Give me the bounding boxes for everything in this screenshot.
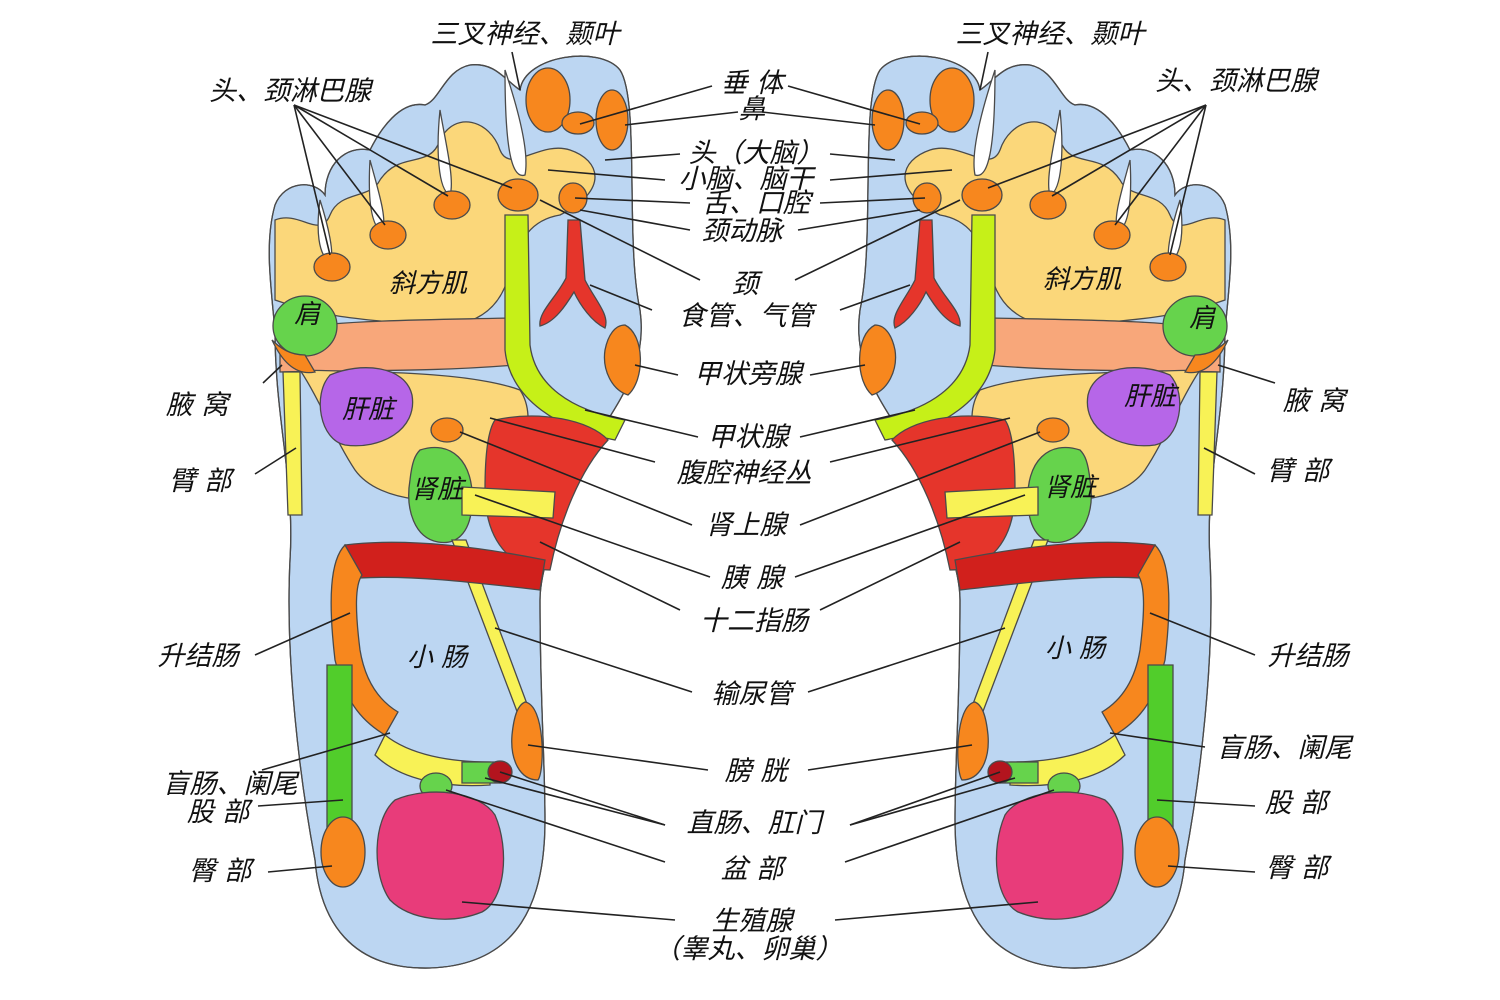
lymph-point <box>1029 190 1067 220</box>
label-genital: 生殖腺 <box>712 906 796 937</box>
trigeminal-point <box>929 67 975 133</box>
label-liver-right: 肝脏 <box>1124 382 1180 412</box>
label-trigeminal-left: 三叉神经、颞叶 <box>431 19 623 50</box>
buttock-point <box>1134 816 1180 888</box>
label-pancreas: 胰 腺 <box>721 563 787 594</box>
esophagus-shape <box>893 219 961 329</box>
label-trapezius-right: 斜方肌 <box>1043 265 1122 295</box>
leader-lines <box>254 51 1276 921</box>
label-pituitary: 垂 体 <box>721 68 788 99</box>
label-adrenal: 肾上腺 <box>706 510 790 541</box>
left-foot: 斜方肌 肩 肝脏 肾脏 小 肠 <box>268 55 642 969</box>
armpit-point <box>1183 339 1229 374</box>
cerebellum-point <box>497 178 539 212</box>
label-duodenum: 十二指肠 <box>700 606 811 637</box>
cerebellum-point <box>961 178 1003 212</box>
kidney <box>408 446 473 544</box>
label-kidney: 肾脏 <box>411 475 467 505</box>
buttock-point <box>320 816 366 888</box>
label-thigh-left: 股 部 <box>187 797 254 828</box>
kidney <box>1027 446 1092 544</box>
label-armpit-left: 腋 窝 <box>166 390 233 421</box>
bladder <box>511 701 543 781</box>
label-kidney-right: 肾脏 <box>1044 473 1100 503</box>
thigh-bar <box>1147 664 1174 831</box>
label-trapezius: 斜方肌 <box>389 269 468 299</box>
label-armpit-right: 腋 窝 <box>1283 386 1350 417</box>
label-neck: 颈 <box>732 269 764 300</box>
label-asc-colon-left: 升结肠 <box>158 641 242 672</box>
label-liver: 肝脏 <box>342 395 398 425</box>
label-esophagus: 食管、气管 <box>679 301 818 332</box>
adrenal-point <box>430 417 464 443</box>
arm-bar <box>1197 371 1218 516</box>
lymph-point <box>1149 252 1187 282</box>
label-thyroid: 甲状腺 <box>708 422 792 453</box>
adrenal-point <box>1036 417 1070 443</box>
genital <box>995 791 1124 920</box>
label-nose: 鼻 <box>739 94 766 125</box>
arm-bar <box>282 371 303 516</box>
right-foot-shapes <box>858 55 1232 969</box>
label-lymph-left: 头、颈淋巴腺 <box>209 76 374 107</box>
lymph-point <box>1093 220 1131 250</box>
lymph-point <box>433 190 471 220</box>
label-shoulder-right: 肩 <box>1189 304 1217 334</box>
bladder <box>957 701 989 781</box>
label-bladder: 膀 胱 <box>725 756 792 787</box>
label-asc-colon-right: 升结肠 <box>1268 641 1352 672</box>
label-cerebellum: 小脑、脑干 <box>679 164 817 195</box>
label-cecum-left: 盲肠、阑尾 <box>163 769 301 800</box>
lymph-point <box>369 220 407 250</box>
labels: 三叉神经、颞叶 头、颈淋巴腺 腋 窝 臂 部 升结肠 盲肠、阑尾 股 部 臀 部… <box>158 19 1355 965</box>
label-trigeminal-right: 三叉神经、颞叶 <box>956 19 1148 50</box>
cecum <box>374 733 491 787</box>
toe-gap <box>973 69 996 176</box>
label-cecum-right: 盲肠、阑尾 <box>1217 733 1355 764</box>
label-thigh-right: 股 部 <box>1265 788 1332 819</box>
parathyroid-point <box>603 324 642 396</box>
trigeminal-point <box>525 67 571 133</box>
label-parathyroid: 甲状旁腺 <box>694 359 805 390</box>
duodenum <box>344 541 546 591</box>
cecum <box>1009 733 1126 787</box>
label-genital-note: （睾丸、卵巢） <box>654 934 843 965</box>
duodenum <box>954 541 1156 591</box>
label-arm-right: 臂 部 <box>1267 456 1334 487</box>
label-buttock-right: 臀 部 <box>1266 853 1333 884</box>
label-carotid: 颈动脉 <box>702 216 786 247</box>
label-shoulder: 肩 <box>294 300 322 330</box>
label-lymph-right: 头、颈淋巴腺 <box>1155 66 1320 97</box>
lymph-point <box>313 252 351 282</box>
nose-point <box>595 89 629 151</box>
label-head-brain: 头（大脑） <box>689 138 824 169</box>
label-pelvis: 盆 部 <box>721 854 788 885</box>
adrenal-band <box>461 486 556 519</box>
genital <box>376 791 505 920</box>
label-buttock-left: 臀 部 <box>189 856 256 887</box>
label-small-intestine: 小 肠 <box>407 643 469 673</box>
nose-point <box>871 89 905 151</box>
armpit-point <box>271 339 317 374</box>
label-small-intestine-right: 小 肠 <box>1045 634 1107 664</box>
right-foot <box>858 55 1232 969</box>
toe-gap <box>504 69 527 176</box>
pituitary-point <box>905 111 939 135</box>
thyroid-band <box>504 214 626 441</box>
thyroid-band <box>874 214 996 441</box>
parathyroid-point <box>858 324 897 396</box>
label-ureter: 输尿管 <box>712 679 797 710</box>
liver <box>319 367 414 447</box>
label-arm-left: 臂 部 <box>169 466 236 497</box>
label-rectum: 直肠、肛门 <box>687 808 826 839</box>
label-celiac: 腹腔神经丛 <box>677 458 812 489</box>
liver <box>1086 367 1181 447</box>
pituitary-point <box>561 111 595 135</box>
label-tongue: 舌、口腔 <box>702 188 814 219</box>
adrenal-band <box>944 486 1039 519</box>
esophagus-shape <box>539 219 607 329</box>
